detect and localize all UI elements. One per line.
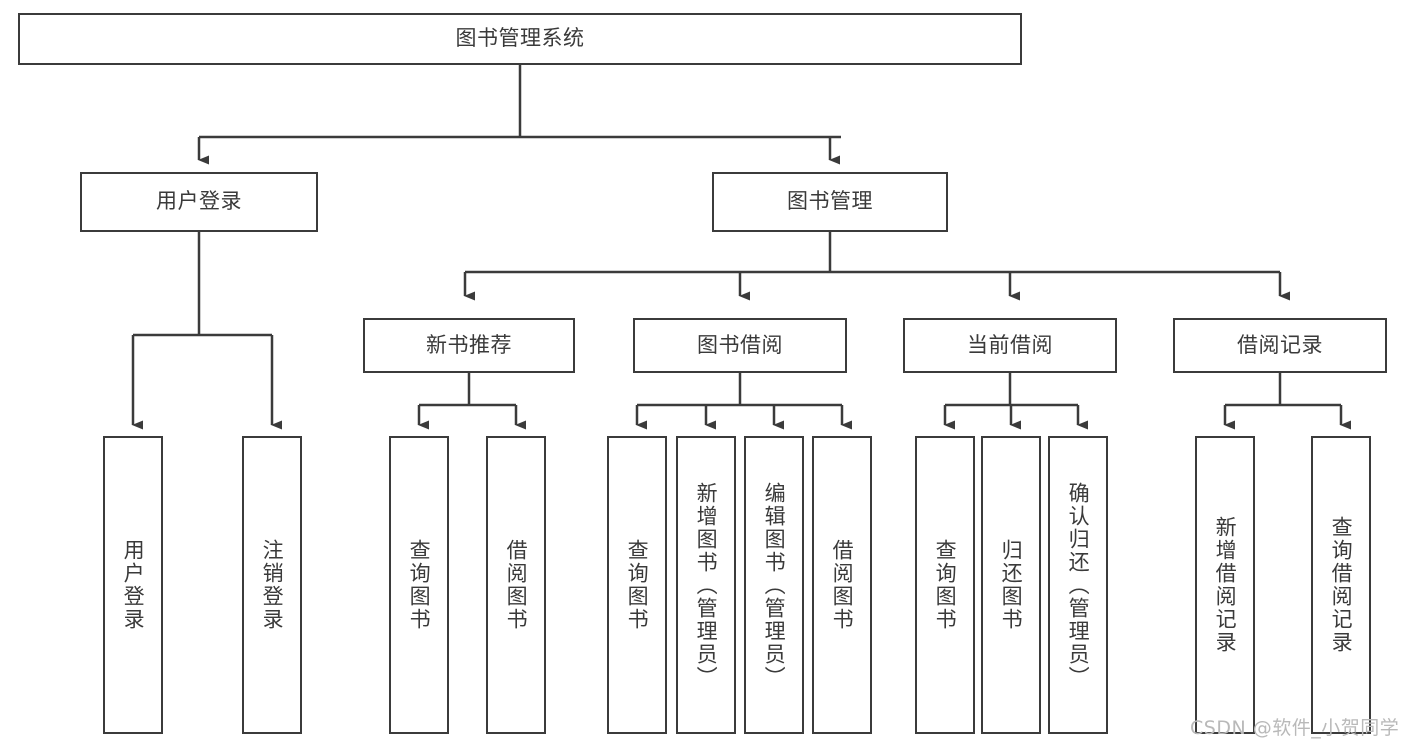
leaf-borrow-record-2-label: 查询借阅记录 bbox=[1329, 516, 1354, 654]
node-current-borrow-label: 当前借阅 bbox=[967, 332, 1053, 357]
node-borrow-record-label: 借阅记录 bbox=[1237, 332, 1323, 357]
leaf-current-borrow-2-label: 归还图书 bbox=[999, 539, 1024, 631]
leaf-borrow-record-1-label: 新增借阅记录 bbox=[1213, 516, 1238, 654]
leaf-user-login-1[interactable]: 用户登录 bbox=[103, 436, 163, 734]
leaf-current-borrow-2[interactable]: 归还图书 bbox=[981, 436, 1041, 734]
node-book-borrow-label: 图书借阅 bbox=[697, 332, 783, 357]
leaf-new-book-2-label: 借阅图书 bbox=[504, 539, 529, 631]
leaf-book-borrow-2[interactable]: 新增图书（管理员） bbox=[676, 436, 736, 734]
leaf-new-book-1-label: 查询图书 bbox=[407, 539, 432, 631]
leaf-book-borrow-4-label: 借阅图书 bbox=[830, 539, 855, 631]
leaf-new-book-2[interactable]: 借阅图书 bbox=[486, 436, 546, 734]
leaf-book-borrow-4[interactable]: 借阅图书 bbox=[812, 436, 872, 734]
leaf-book-borrow-3-label: 编辑图书（管理员） bbox=[762, 481, 787, 689]
leaf-user-login-2-label: 注销登录 bbox=[260, 539, 285, 631]
node-borrow-record[interactable]: 借阅记录 bbox=[1173, 318, 1387, 373]
edge-group-borrow-record bbox=[1223, 373, 1351, 430]
leaf-book-borrow-1-label: 查询图书 bbox=[625, 539, 650, 631]
leaf-book-borrow-3[interactable]: 编辑图书（管理员） bbox=[744, 436, 804, 734]
csdn-watermark: CSDN @软件_小贺同学 bbox=[1190, 717, 1400, 739]
leaf-borrow-record-2[interactable]: 查询借阅记录 bbox=[1311, 436, 1371, 734]
leaf-new-book-1[interactable]: 查询图书 bbox=[389, 436, 449, 734]
edge-group-new-book bbox=[417, 373, 526, 430]
leaf-user-login-2[interactable]: 注销登录 bbox=[242, 436, 302, 734]
node-root-system[interactable]: 图书管理系统 bbox=[18, 13, 1022, 65]
node-book-management[interactable]: 图书管理 bbox=[712, 172, 948, 232]
leaf-current-borrow-3[interactable]: 确认归还（管理员） bbox=[1048, 436, 1108, 734]
leaf-current-borrow-1[interactable]: 查询图书 bbox=[915, 436, 975, 734]
edge-group-root bbox=[197, 65, 841, 165]
leaf-book-borrow-1[interactable]: 查询图书 bbox=[607, 436, 667, 734]
node-user-login-label: 用户登录 bbox=[156, 189, 242, 214]
leaf-book-borrow-2-label: 新增图书（管理员） bbox=[694, 481, 719, 689]
edge-group-book-mgmt bbox=[463, 232, 1290, 301]
node-book-management-label: 图书管理 bbox=[787, 189, 873, 214]
node-current-borrow[interactable]: 当前借阅 bbox=[903, 318, 1117, 373]
leaf-current-borrow-1-label: 查询图书 bbox=[933, 539, 958, 631]
edge-group-current-borrow bbox=[943, 373, 1088, 430]
node-user-login[interactable]: 用户登录 bbox=[80, 172, 318, 232]
leaf-borrow-record-1[interactable]: 新增借阅记录 bbox=[1195, 436, 1255, 734]
node-book-borrow[interactable]: 图书借阅 bbox=[633, 318, 847, 373]
leaf-user-login-1-label: 用户登录 bbox=[121, 539, 146, 631]
node-root-system-label: 图书管理系统 bbox=[455, 26, 585, 51]
leaf-current-borrow-3-label: 确认归还（管理员） bbox=[1066, 481, 1091, 689]
node-new-book-recommend[interactable]: 新书推荐 bbox=[363, 318, 575, 373]
edge-group-user-login bbox=[131, 232, 282, 430]
edge-group-book-borrow bbox=[635, 373, 852, 430]
node-new-book-recommend-label: 新书推荐 bbox=[426, 332, 512, 357]
